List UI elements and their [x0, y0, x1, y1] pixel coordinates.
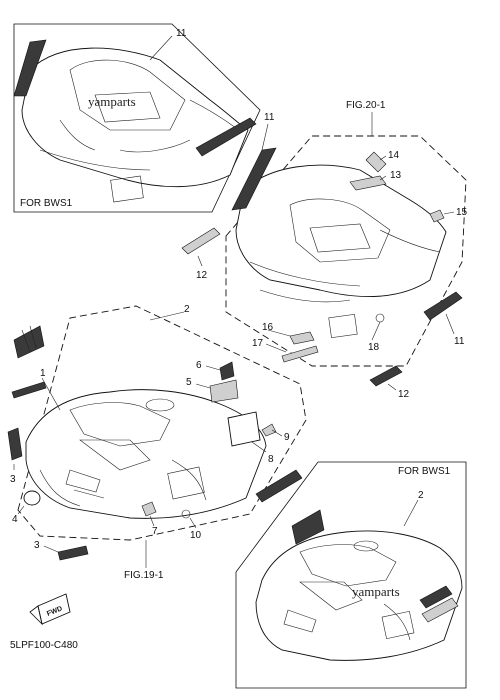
callout-18: 18 — [368, 342, 380, 353]
watermark-bottom: yamparts — [352, 584, 400, 599]
dashed-frame-fig-19-1 — [17, 305, 307, 541]
callout-10: 10 — [190, 530, 202, 541]
plate-8: 8 — [227, 411, 274, 465]
caption-for-bws1-bottom: FOR BWS1 — [398, 466, 451, 477]
caption-fig-20-1: FIG.20-1 — [346, 100, 386, 111]
leader-8 — [251, 441, 267, 453]
side-decal-right-top — [195, 117, 257, 157]
callout-5: 5 — [186, 377, 192, 388]
stripe-bws-left — [291, 509, 325, 545]
clip-7: 7 — [141, 501, 158, 537]
grommet-10 — [181, 509, 191, 519]
callout-4: 4 — [12, 514, 18, 525]
leader-9 — [271, 429, 283, 437]
leader-17 — [265, 343, 287, 353]
caption-for-bws1-top: FOR BWS1 — [20, 198, 73, 209]
leader-12-right — [387, 383, 397, 391]
callout-2-main: 2 — [184, 304, 190, 315]
callout-8: 8 — [268, 454, 274, 465]
callout-3-lower: 3 — [34, 540, 40, 551]
leader-5 — [195, 383, 211, 389]
group-front-fender: 2 1 6 5 — [7, 304, 307, 581]
label-14 — [365, 151, 387, 173]
leader-11-fig20 — [261, 123, 269, 151]
front-fender-bws1 — [255, 530, 463, 661]
drawing-code: 5LPF100-C480 — [10, 640, 78, 651]
decal-11-right — [423, 291, 463, 321]
callout-13: 13 — [390, 170, 402, 181]
callout-11-fig20: 11 — [264, 112, 275, 123]
label-15 — [429, 209, 445, 223]
emblem-6: 6 — [196, 360, 235, 381]
callout-11-right: 11 — [454, 336, 465, 347]
rear-fender — [235, 164, 447, 339]
caption-fig-19-1: FIG.19-1 — [124, 570, 164, 581]
leader-15 — [443, 211, 455, 215]
leader-10 — [189, 517, 197, 529]
leader-1 — [41, 377, 61, 411]
leader-7 — [149, 515, 155, 527]
leader-4 — [17, 505, 25, 515]
cap-4: 4 — [12, 490, 41, 525]
rear-fender-bws1 — [21, 47, 249, 203]
callout-1: 1 — [40, 368, 46, 379]
decal-11-fig20 — [231, 147, 277, 211]
fwd-arrow-icon — [29, 605, 43, 626]
leader-14 — [379, 155, 387, 161]
callout-15: 15 — [456, 207, 468, 218]
callout-6: 6 — [196, 360, 202, 371]
clip-9: 9 — [261, 423, 290, 443]
fwd-badge: FWD — [29, 593, 71, 626]
leader-2-main — [149, 311, 185, 321]
side-decal-left-top — [13, 39, 47, 97]
reflector-3-upper: 3 — [7, 427, 23, 485]
leader-12-left — [197, 255, 203, 267]
callout-17: 17 — [252, 338, 264, 349]
decal-fender-right — [255, 469, 303, 503]
label-5: 5 — [186, 377, 239, 403]
dashed-frame-fig-20-1 — [225, 135, 467, 367]
callout-14: 14 — [388, 150, 400, 161]
label-16 — [289, 331, 315, 345]
group-fig-20-1: FIG.20-1 — [225, 100, 468, 367]
label-17 — [281, 345, 319, 363]
stripe-upper-left — [13, 325, 45, 359]
rivet-18 — [375, 313, 385, 323]
leader-11-top — [149, 35, 173, 61]
leader-16 — [267, 329, 291, 337]
leader-13 — [379, 175, 387, 181]
decal-1: 1 — [11, 368, 61, 411]
leader-18 — [371, 321, 381, 341]
callout-16: 16 — [262, 322, 274, 333]
reflector-3-lower: 3 — [34, 540, 89, 561]
inset-frame-bottom — [235, 461, 467, 689]
leader-6 — [205, 365, 221, 371]
callout-12-left: 12 — [196, 270, 208, 281]
leader-2-bws — [403, 499, 419, 527]
callout-7: 7 — [152, 526, 158, 537]
inset-bws1-bottom: FOR BWS1 2 yamparts — [235, 461, 467, 689]
leader-11-right — [445, 313, 455, 335]
decal-12-right: 12 — [369, 365, 410, 400]
inset-bws1-top: 11 FOR BWS1 yamparts — [13, 23, 261, 213]
callout-11-top: 11 — [176, 28, 187, 39]
leader-3-lower — [43, 545, 59, 553]
decal-12-left: 12 — [181, 227, 221, 281]
label-13 — [349, 175, 387, 191]
callout-12-right: 12 — [398, 389, 410, 400]
callout-9: 9 — [284, 432, 290, 443]
front-fender — [25, 389, 267, 519]
decal-bws-right — [419, 585, 459, 623]
callout-3-upper: 3 — [10, 474, 16, 485]
watermark-top: yamparts — [88, 94, 136, 109]
callout-2-bws: 2 — [418, 490, 424, 501]
